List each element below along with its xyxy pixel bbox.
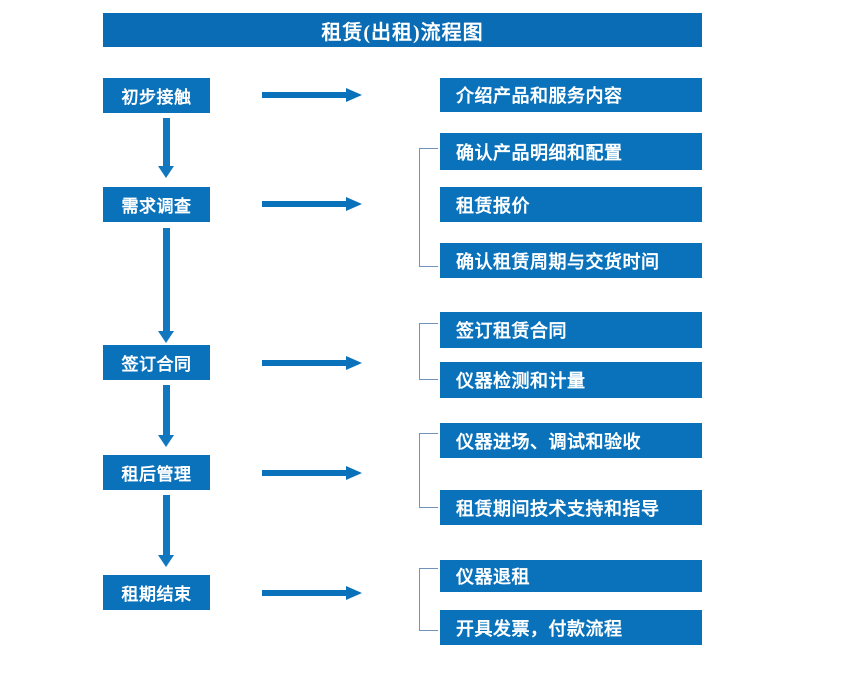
page-title: 租赁(出租)流程图	[103, 13, 702, 47]
arrow-head	[346, 197, 362, 211]
arrow-head	[158, 555, 174, 567]
detail-box-instrument-inspection[interactable]: 仪器检测和计量	[440, 362, 702, 398]
detail-box-introduce-products[interactable]: 介绍产品和服务内容	[440, 78, 702, 112]
right-arrow-icon	[262, 466, 362, 480]
detail-box-confirm-period-delivery[interactable]: 确认租赁周期与交货时间	[440, 243, 702, 278]
stage-box-initial-contact[interactable]: 初步接触	[103, 78, 210, 113]
arrow-shaft	[262, 92, 348, 98]
down-arrow-icon	[158, 495, 175, 567]
right-arrow-icon	[262, 356, 362, 370]
arrow-shaft	[163, 495, 170, 555]
right-arrow-icon	[262, 586, 362, 600]
arrow-shaft	[262, 201, 348, 207]
group-bracket	[419, 148, 438, 267]
down-arrow-icon	[158, 118, 175, 178]
stage-box-post-rental-management[interactable]: 租后管理	[103, 455, 210, 490]
arrow-shaft	[262, 590, 348, 596]
arrow-shaft	[163, 228, 170, 331]
arrow-head	[158, 331, 174, 343]
stage-box-rental-end[interactable]: 租期结束	[103, 575, 210, 610]
arrow-shaft	[163, 118, 170, 166]
down-arrow-icon	[158, 385, 175, 447]
arrow-head	[158, 435, 174, 447]
arrow-shaft	[163, 385, 170, 435]
detail-box-instrument-return[interactable]: 仪器退租	[440, 560, 702, 592]
arrow-head	[346, 586, 362, 600]
detail-box-technical-support[interactable]: 租赁期间技术支持和指导	[440, 490, 702, 525]
group-bracket	[419, 433, 438, 508]
detail-box-confirm-product-spec[interactable]: 确认产品明细和配置	[440, 133, 702, 170]
detail-box-rental-quotation[interactable]: 租赁报价	[440, 187, 702, 222]
arrow-head	[158, 166, 174, 178]
arrow-shaft	[262, 360, 348, 366]
right-arrow-icon	[262, 197, 362, 211]
detail-box-instrument-arrival-commissioning[interactable]: 仪器进场、调试和验收	[440, 423, 702, 458]
stage-box-sign-contract[interactable]: 签订合同	[103, 345, 210, 380]
detail-box-invoice-payment[interactable]: 开具发票，付款流程	[440, 610, 702, 645]
arrow-head	[346, 466, 362, 480]
stage-box-needs-survey[interactable]: 需求调查	[103, 187, 210, 222]
right-arrow-icon	[262, 88, 362, 102]
arrow-head	[346, 356, 362, 370]
arrow-head	[346, 88, 362, 102]
group-bracket	[419, 323, 438, 380]
arrow-shaft	[262, 470, 348, 476]
detail-box-sign-rental-contract[interactable]: 签订租赁合同	[440, 312, 702, 348]
down-arrow-icon	[158, 228, 175, 343]
group-bracket	[419, 568, 438, 631]
